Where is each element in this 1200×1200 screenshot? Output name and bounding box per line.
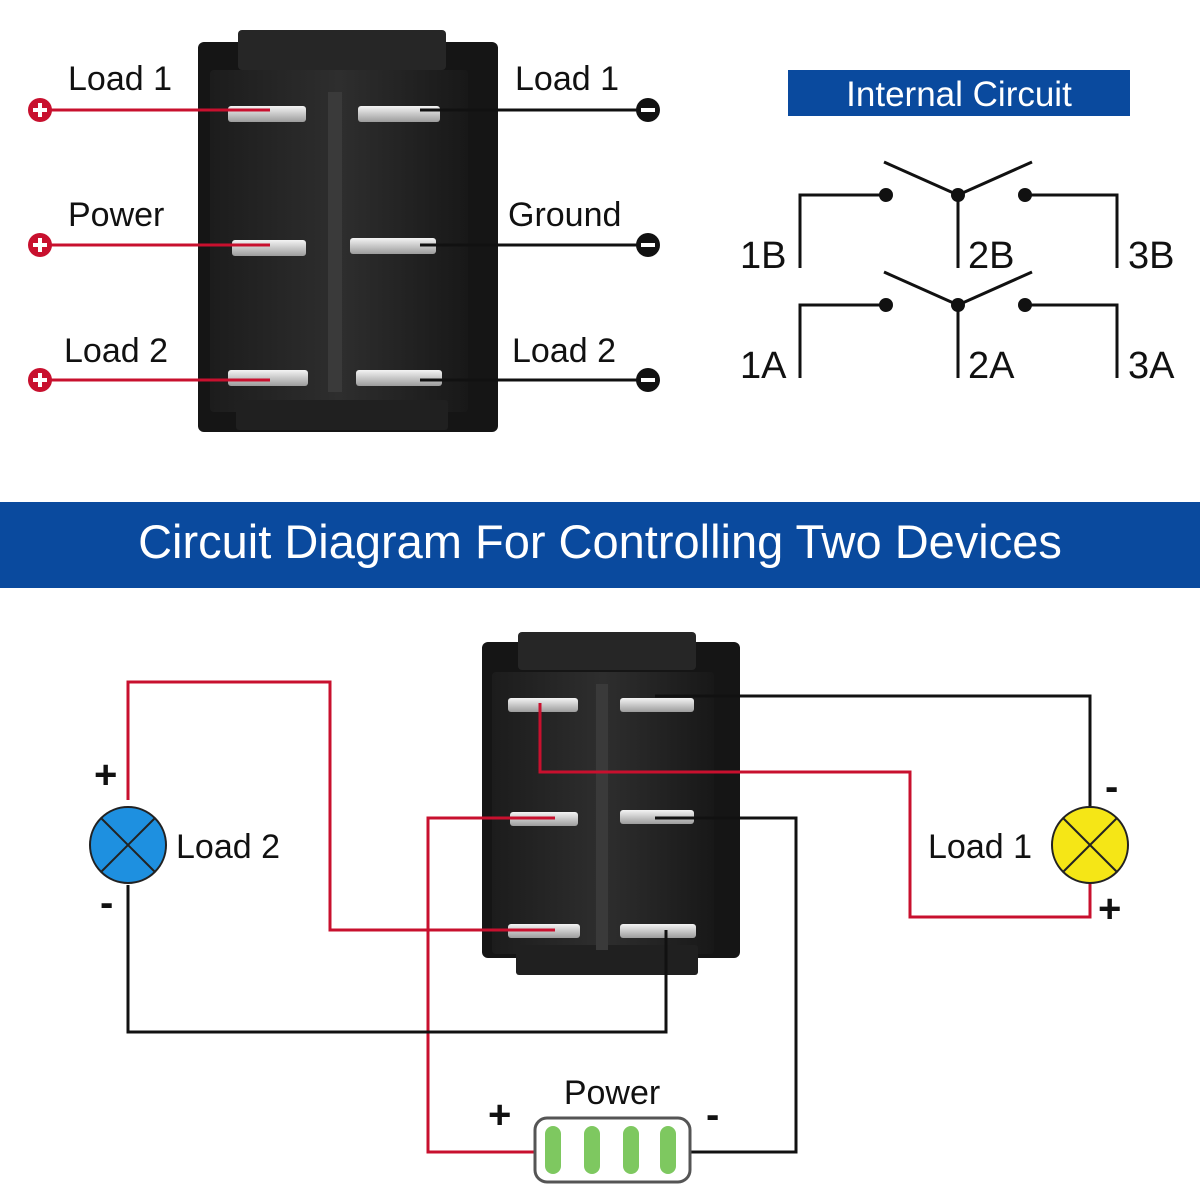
plus-marker-icon: [28, 368, 52, 392]
terminal-right-bot: [356, 370, 442, 386]
internal-circuit-title: Internal Circuit: [846, 75, 1072, 114]
switch-rocker-bottom: [236, 400, 448, 430]
pin-label: 1B: [740, 235, 786, 277]
wire-load2-positive: [126, 680, 555, 932]
pin-label: 2A: [968, 345, 1015, 387]
section-title: Circuit Diagram For Controlling Two Devi…: [138, 515, 1062, 568]
label-right-top: Load 1: [515, 60, 619, 98]
wire-load2-negative: [126, 885, 668, 1034]
label-left-mid: Power: [68, 196, 164, 234]
bottom-switch: [482, 632, 740, 975]
terminal-right-mid: [350, 238, 436, 254]
switch-rocker-top: [238, 30, 446, 70]
load1-label: Load 1: [928, 828, 1032, 866]
switch-divider: [328, 92, 342, 392]
minus-marker-icon: [636, 233, 660, 257]
top-switch: [198, 30, 498, 432]
terminal-right-top: [358, 106, 440, 122]
pin-label: 3B: [1128, 235, 1174, 277]
power-minus-sign: -: [706, 1093, 719, 1137]
minus-marker-icon: [636, 98, 660, 122]
internal-circuit-schematic: [798, 160, 1119, 378]
lamp-icon: [1051, 806, 1129, 884]
terminal-right-top: [620, 698, 694, 712]
lamp-icon: [89, 806, 167, 884]
pin-label: 3A: [1128, 345, 1175, 387]
switch-rocker-top: [518, 632, 696, 670]
switch-divider: [596, 684, 608, 950]
pin-label: 1A: [740, 345, 787, 387]
internal-circuit-banner: [788, 70, 1130, 116]
wire-load1-positive: [538, 703, 1092, 919]
power-plus-sign: +: [488, 1093, 511, 1137]
label-left-bot: Load 2: [64, 332, 168, 370]
label-left-top: Load 1: [68, 60, 172, 98]
terminal-left-bot: [228, 370, 308, 386]
terminal-left-top: [228, 106, 306, 122]
load2-minus-sign: -: [100, 881, 113, 925]
terminal-right-bot: [620, 924, 696, 938]
wire-power-negative: [655, 816, 798, 1154]
terminal-left-top: [508, 698, 578, 712]
label-right-bot: Load 2: [512, 332, 616, 370]
label-right-mid: Ground: [508, 196, 621, 234]
plus-marker-icon: [28, 98, 52, 122]
power-label: Power: [564, 1074, 660, 1112]
plus-marker-icon: [28, 233, 52, 257]
load1-plus-sign: +: [1098, 887, 1121, 931]
battery-icon: [533, 1116, 692, 1184]
load2-label: Load 2: [176, 828, 280, 866]
wire-load1-negative: [655, 694, 1092, 810]
minus-marker-icon: [636, 368, 660, 392]
wire-power-positive: [426, 816, 555, 1154]
pin-label: 2B: [968, 235, 1014, 277]
section-banner: [0, 502, 1200, 588]
load1-minus-sign: -: [1105, 765, 1118, 809]
terminal-left-mid: [232, 240, 306, 256]
load2-plus-sign: +: [94, 753, 117, 797]
switch-rocker-bottom: [516, 945, 698, 975]
